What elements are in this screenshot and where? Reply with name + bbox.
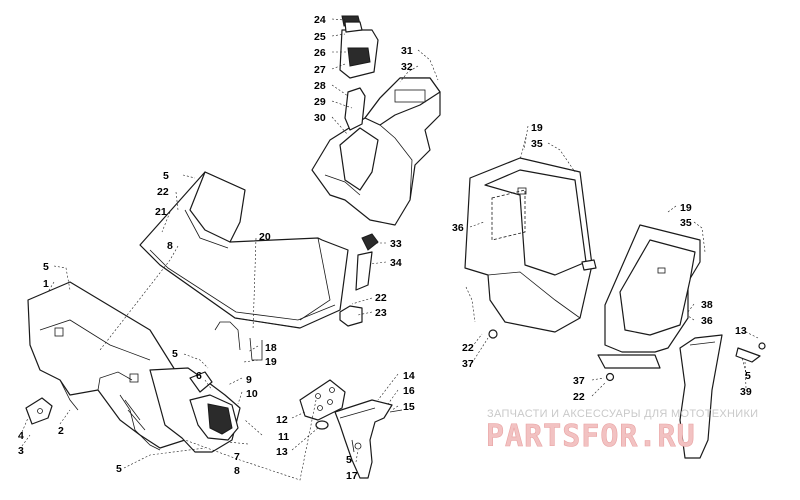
side-strip — [679, 334, 766, 459]
callout-4: 4 — [18, 430, 24, 442]
callout-27: 27 — [314, 64, 326, 76]
side-panel — [119, 367, 241, 453]
callout-22: 22 — [375, 292, 387, 304]
callout-20: 20 — [259, 231, 271, 243]
small-plate — [25, 397, 53, 425]
callout-5: 5 — [43, 261, 49, 273]
callout-5: 5 — [172, 348, 178, 360]
watermark: ЗАПЧАСТИ И АКСЕССУАРЫ ДЛЯ МОТОТЕХНИКИ PA… — [486, 408, 758, 454]
right-fender-lower — [597, 224, 701, 382]
callout-39: 39 — [740, 386, 752, 398]
callout-38: 38 — [701, 299, 713, 311]
callout-33: 33 — [390, 238, 402, 250]
callout-5: 5 — [346, 454, 352, 466]
callout-5: 5 — [116, 463, 122, 475]
callout-18: 18 — [265, 342, 277, 354]
callout-34: 34 — [390, 257, 402, 269]
callout-35: 35 — [531, 138, 543, 150]
callout-29: 29 — [314, 96, 326, 108]
callout-37: 37 — [462, 358, 474, 370]
callout-7: 7 — [234, 451, 240, 463]
small-trim — [355, 233, 379, 291]
callout-17: 17 — [346, 470, 358, 482]
callout-28: 28 — [314, 80, 326, 92]
center-console — [311, 15, 441, 226]
watermark-caption: ЗАПЧАСТИ И АКСЕССУАРЫ ДЛЯ МОТОТЕХНИКИ — [487, 408, 758, 420]
callout-22: 22 — [462, 342, 474, 354]
floor-bracket — [339, 305, 363, 327]
callout-15: 15 — [403, 401, 415, 413]
callout-3: 3 — [18, 445, 24, 457]
callout-5: 5 — [163, 170, 169, 182]
callout-16: 16 — [403, 385, 415, 397]
callout-8: 8 — [234, 465, 240, 477]
callout-21: 21 — [155, 206, 167, 218]
callout-19: 19 — [265, 356, 277, 368]
callout-14: 14 — [403, 370, 415, 382]
callout-37: 37 — [573, 375, 585, 387]
watermark-logo: PARTSFOR.RU — [486, 419, 696, 454]
callout-30: 30 — [314, 112, 326, 124]
leader-lines — [21, 18, 759, 481]
callout-6: 6 — [196, 370, 202, 382]
callout-22: 22 — [573, 391, 585, 403]
callout-35: 35 — [680, 217, 692, 229]
bracket — [299, 379, 346, 430]
callout-13: 13 — [276, 446, 288, 458]
callout-10: 10 — [246, 388, 258, 400]
mud-flap — [334, 399, 403, 479]
callout-19: 19 — [680, 202, 692, 214]
floor-pan — [139, 171, 349, 361]
callout-36: 36 — [452, 222, 464, 234]
callout-9: 9 — [246, 374, 252, 386]
callout-5: 5 — [745, 370, 751, 382]
callout-1: 1 — [43, 278, 49, 290]
callout-13: 13 — [735, 325, 747, 337]
callout-32: 32 — [401, 61, 413, 73]
callout-26: 26 — [314, 47, 326, 59]
callout-22: 22 — [157, 186, 169, 198]
callout-11: 11 — [278, 431, 289, 443]
callout-31: 31 — [401, 45, 413, 57]
callout-25: 25 — [314, 31, 326, 43]
callout-12: 12 — [276, 414, 288, 426]
callouts: 1 2 3 4 5 5 5 5 5 5 6 7 8 8 9 10 11 12 1… — [18, 14, 752, 482]
callout-8: 8 — [167, 240, 173, 252]
callout-24: 24 — [314, 14, 326, 26]
callout-19: 19 — [531, 122, 543, 134]
callout-23: 23 — [375, 307, 387, 319]
callout-2: 2 — [58, 425, 64, 437]
right-fender-upper — [464, 157, 597, 339]
callout-36: 36 — [701, 315, 713, 327]
